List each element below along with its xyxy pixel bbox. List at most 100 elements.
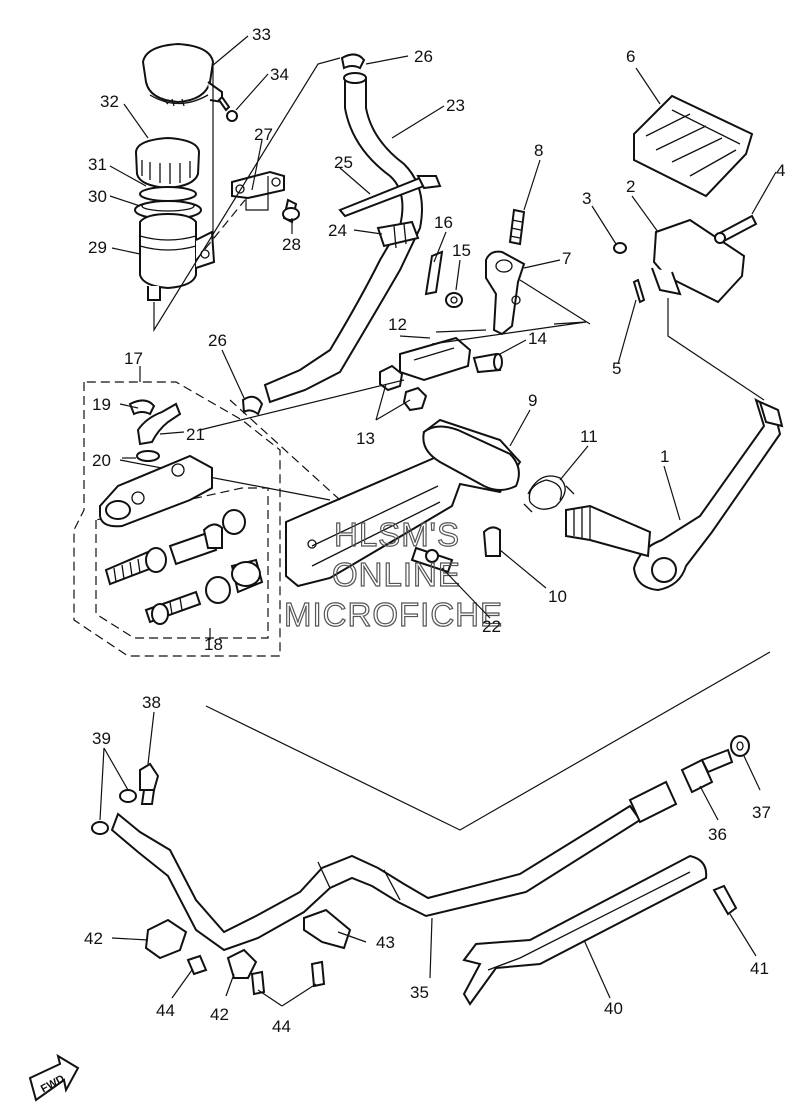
washer-small[interactable] xyxy=(613,242,627,254)
callout-26-top: 26 xyxy=(414,47,433,66)
link-cotter-pin[interactable] xyxy=(424,250,444,296)
callout-40: 40 xyxy=(604,999,623,1018)
brake-pedal-arm[interactable] xyxy=(632,397,784,592)
callout-44-right: 44 xyxy=(272,1017,291,1036)
watermark-line-2: ONLINE xyxy=(332,556,461,593)
callout-21: 21 xyxy=(186,425,205,444)
callout-44-left: 44 xyxy=(156,1001,175,1020)
hose-fitting[interactable] xyxy=(628,748,734,824)
pedal-group-leader-lines xyxy=(119,279,765,501)
watermark-line-1: HLSM'S xyxy=(334,516,460,553)
callout-11: 11 xyxy=(580,427,598,446)
callout-1: 1 xyxy=(660,447,669,466)
clevis[interactable] xyxy=(399,336,472,382)
hose-clip-lower[interactable] xyxy=(241,395,264,416)
callout-36: 36 xyxy=(708,825,727,844)
callout-2: 2 xyxy=(626,177,635,196)
callout-25: 25 xyxy=(334,153,353,172)
callout-32: 32 xyxy=(100,92,119,111)
long-leader-line xyxy=(205,651,771,831)
cotter-pin[interactable] xyxy=(632,278,646,304)
fitting-washer[interactable] xyxy=(730,735,750,757)
callout-15: 15 xyxy=(452,241,471,260)
callout-39: 39 xyxy=(92,729,111,748)
holder-bolts[interactable] xyxy=(186,954,326,996)
cover-screw[interactable] xyxy=(217,95,238,122)
callout-33: 33 xyxy=(252,25,271,44)
callout-29: 29 xyxy=(88,238,107,257)
link-bolt[interactable] xyxy=(508,208,526,246)
callout-13: 13 xyxy=(356,429,375,448)
guide-bolt[interactable] xyxy=(712,884,738,916)
watermark-line-3: MICROFICHE xyxy=(284,596,503,633)
union-bolt[interactable] xyxy=(139,762,160,805)
reservoir-tank[interactable] xyxy=(139,212,216,301)
master-cylinder-kit-box xyxy=(73,381,281,657)
master-cylinder-body[interactable] xyxy=(99,454,213,528)
piston-kit[interactable] xyxy=(104,509,264,625)
diaphragm[interactable] xyxy=(134,200,202,220)
callout-6: 6 xyxy=(626,47,635,66)
hose-holder-center[interactable] xyxy=(226,948,258,979)
callout-23: 23 xyxy=(446,96,465,115)
callout-8: 8 xyxy=(534,141,543,160)
pedal-shaft[interactable] xyxy=(565,504,652,558)
bracket-bolt-right[interactable] xyxy=(714,214,758,244)
hose-guide[interactable] xyxy=(462,854,708,1006)
cable-tie[interactable] xyxy=(338,175,442,218)
callout-35: 35 xyxy=(410,983,429,1002)
callout-12: 12 xyxy=(388,315,407,334)
callout-38: 38 xyxy=(142,693,161,712)
callout-5: 5 xyxy=(612,359,621,378)
adjust-bolt[interactable] xyxy=(410,546,454,574)
clevis-pin[interactable] xyxy=(472,352,503,374)
callout-42-left: 42 xyxy=(84,929,103,948)
callout-37: 37 xyxy=(752,803,771,822)
master-cylinder-bracket[interactable] xyxy=(285,418,522,588)
callout-leaders xyxy=(99,35,777,1007)
bracket-bolt[interactable] xyxy=(282,198,300,224)
watermark: HLSM'S ONLINE MICROFICHE xyxy=(283,515,503,633)
link-washer[interactable] xyxy=(445,292,463,308)
callout-4: 4 xyxy=(776,161,785,180)
pedal-pad[interactable] xyxy=(633,94,754,198)
reservoir-cap[interactable] xyxy=(134,136,201,190)
hose-clip-small[interactable] xyxy=(128,399,156,416)
callout-14: 14 xyxy=(528,329,547,348)
reservoir-cap-cover[interactable] xyxy=(141,42,223,107)
callout-16: 16 xyxy=(434,213,453,232)
callout-19: 19 xyxy=(92,395,111,414)
callout-28: 28 xyxy=(282,235,301,254)
callout-18: 18 xyxy=(204,635,223,654)
fwd-arrow: FWD xyxy=(28,1053,80,1102)
hose-clip-upper[interactable] xyxy=(340,53,366,70)
reservoir-hose[interactable] xyxy=(263,72,423,404)
callout-34: 34 xyxy=(270,65,289,84)
callout-24: 24 xyxy=(328,221,347,240)
callout-17: 17 xyxy=(124,349,143,368)
callout-numbers: 33 34 32 31 30 29 27 28 26 23 25 24 16 1… xyxy=(84,25,785,1036)
diaphragm-plate[interactable] xyxy=(139,186,197,202)
hose-holder-right[interactable] xyxy=(303,908,352,950)
callout-42-center: 42 xyxy=(210,1005,229,1024)
callout-26-left: 26 xyxy=(208,331,227,350)
o-ring[interactable] xyxy=(136,450,160,462)
callout-43: 43 xyxy=(376,933,395,952)
reservoir-group-leader-lines xyxy=(153,57,341,333)
pedal-lever-link[interactable] xyxy=(485,250,526,336)
bracket-mount-bolt[interactable] xyxy=(482,526,501,557)
hose-joint[interactable] xyxy=(136,402,182,446)
pedal-bracket-plate[interactable] xyxy=(651,218,746,304)
hose-clamp[interactable] xyxy=(376,220,420,249)
return-spring[interactable] xyxy=(523,475,575,513)
callout-22: 22 xyxy=(482,617,501,636)
callout-27: 27 xyxy=(254,125,273,144)
callout-41: 41 xyxy=(750,959,769,978)
callout-30: 30 xyxy=(88,187,107,206)
reservoir-bracket[interactable] xyxy=(231,170,285,200)
hose-holder-left[interactable] xyxy=(144,918,188,960)
callout-9: 9 xyxy=(528,391,537,410)
callout-10: 10 xyxy=(548,587,567,606)
callout-31: 31 xyxy=(88,155,107,174)
